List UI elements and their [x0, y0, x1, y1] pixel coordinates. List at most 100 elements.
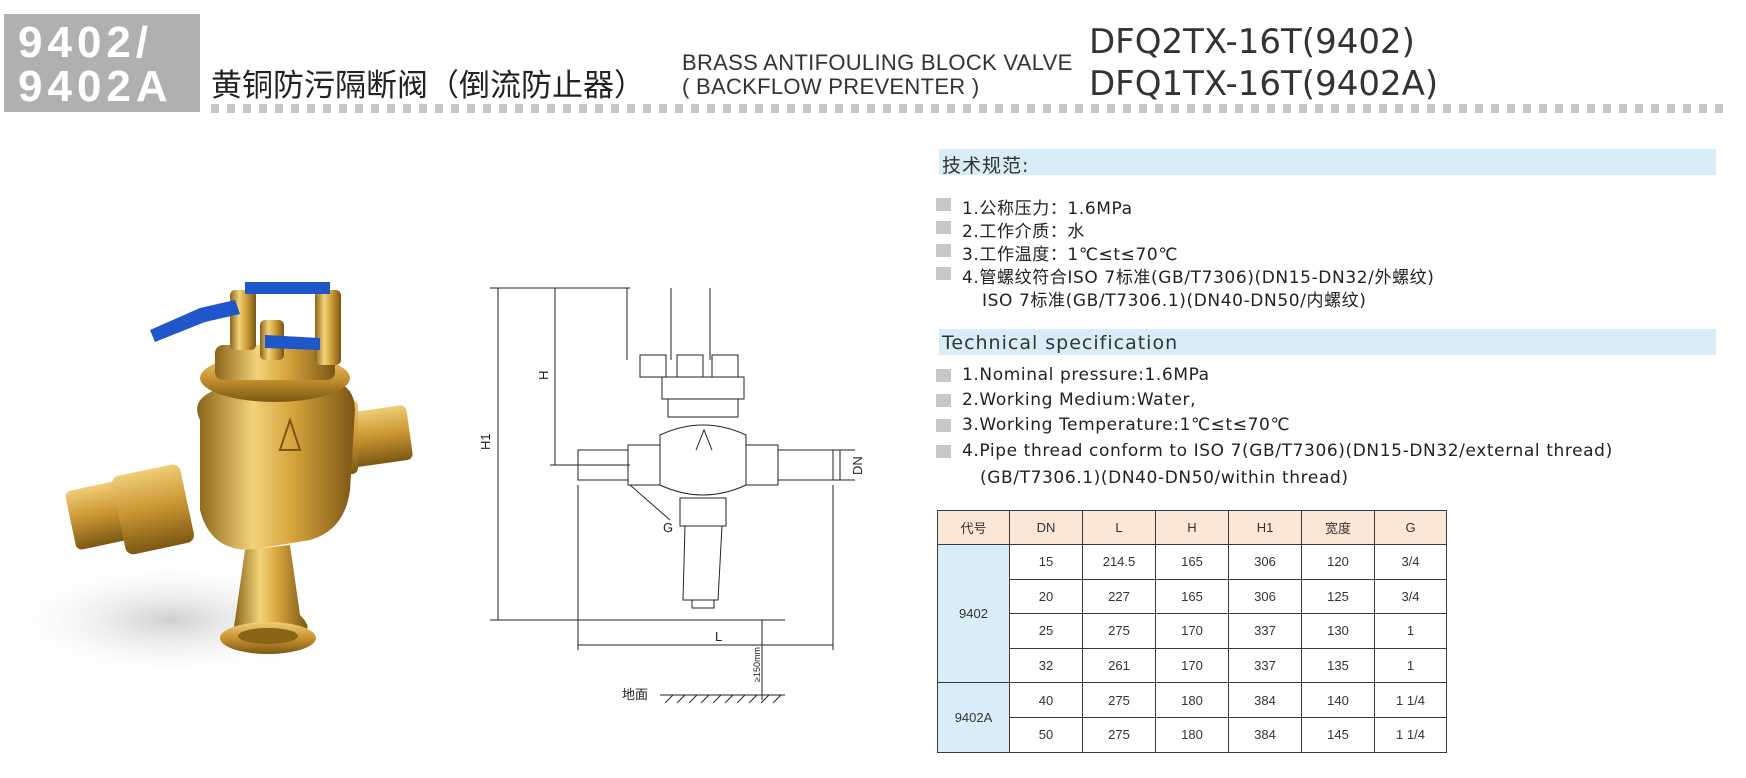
bullet — [936, 198, 951, 211]
spec-en-item-3: 3.Working Temperature:1℃≤t≤70℃ — [962, 415, 1291, 435]
bullet — [936, 267, 951, 280]
table-cell: 227 — [1082, 578, 1156, 615]
table-cell: 145 — [1301, 716, 1375, 753]
spec-cn-item-3: 3.工作温度：1℃≤t≤70℃ — [962, 245, 1179, 265]
brand-logo-mark — [278, 416, 302, 451]
table-cell: 40 — [1009, 682, 1083, 718]
table-cell: 170 — [1155, 613, 1229, 649]
table-cell: 384 — [1228, 682, 1302, 718]
drain-tip — [691, 599, 715, 609]
label-h1: H1 — [478, 433, 493, 450]
bullet — [936, 244, 951, 257]
spec-cn-item-1: 1.公称压力：1.6MPa — [962, 199, 1133, 219]
table-cell: 275 — [1082, 682, 1156, 718]
table-cell: 170 — [1155, 647, 1229, 684]
table-cell: 165 — [1155, 578, 1229, 615]
model-code-2: DFQ1TX-16T(9402A) — [1089, 64, 1439, 104]
table-cell: 32 — [1009, 647, 1083, 684]
table-model-cell: 9402 — [937, 543, 1010, 684]
spec-en-item-4: 4.Pipe thread conform to ISO 7(GB/T7306)… — [962, 441, 1613, 461]
spec-cn-item-4-cont: ISO 7标准(GB/T7306.1)(DN40-DN50/内螺纹) — [982, 291, 1367, 311]
cover-cap — [661, 376, 745, 400]
cock-2 — [676, 354, 704, 378]
table-header-cell: H — [1155, 510, 1229, 545]
table-cell: 3/4 — [1374, 578, 1447, 615]
bullet — [936, 419, 951, 432]
cover-flange — [667, 398, 739, 418]
model-code-1: DFQ2TX-16T(9402) — [1089, 22, 1415, 62]
spec-en-item-4-cont: (GB/T7306.1)(DN40-DN50/within thread) — [980, 468, 1349, 488]
model-number-line1: 9402/ — [18, 18, 154, 67]
table-cell: 20 — [1009, 578, 1083, 615]
drawing-body — [659, 424, 747, 496]
header-dashed-divider — [211, 104, 1723, 113]
table-cell: 180 — [1155, 682, 1229, 718]
table-cell: 50 — [1009, 716, 1083, 753]
bullet — [936, 445, 951, 458]
table-row: 32 261 170 337 135 1 — [938, 647, 1447, 684]
table-cell: 306 — [1228, 544, 1302, 580]
table-cell: 214.5 — [1082, 544, 1156, 580]
bullet — [936, 394, 951, 407]
ground-hatching — [664, 694, 782, 704]
spec-cn-item-2: 2.工作介质：水 — [962, 222, 1086, 242]
product-title-cn: 黄铜防污隔断阀（倒流防止器） — [211, 68, 645, 104]
spec-en-item-2: 2.Working Medium:Water, — [962, 390, 1197, 410]
cock-3 — [711, 354, 739, 378]
table-header-cell: DN — [1009, 510, 1083, 545]
table-cell: 275 — [1082, 716, 1156, 753]
label-g: G — [663, 520, 673, 535]
table-header-cell: H1 — [1228, 510, 1302, 545]
handle-top — [245, 282, 330, 294]
drain-neck — [679, 497, 727, 527]
table-cell: 384 — [1228, 716, 1302, 753]
table-cell: 140 — [1301, 682, 1375, 718]
table-cell: 130 — [1301, 613, 1375, 649]
spec-cn-title: 技术规范: — [942, 155, 1030, 177]
spec-cn-item-4: 4.管螺纹符合ISO 7标准(GB/T7306)(DN15-DN32/外螺纹) — [962, 268, 1435, 288]
spec-en-title: Technical specification — [942, 332, 1179, 354]
label-dn: DN — [850, 456, 865, 475]
table-cell: 337 — [1228, 647, 1302, 684]
table-cell: 337 — [1228, 613, 1302, 649]
product-title-en-line2: ( BACKFLOW PREVENTER ) — [682, 74, 980, 99]
table-cell: 135 — [1301, 647, 1375, 684]
drawing-logo — [695, 428, 713, 451]
drain-opening — [238, 628, 298, 644]
spec-en-item-1: 1.Nominal pressure:1.6MPa — [962, 365, 1210, 385]
product-photo — [0, 282, 413, 680]
label-h: H — [536, 371, 551, 380]
left-pipe — [577, 449, 629, 481]
label-clearance: ≥150mm — [752, 647, 762, 682]
table-header-cell: G — [1374, 510, 1447, 545]
product-title-en-line1: BRASS ANTIFOULING BLOCK VALVE — [682, 50, 1073, 75]
table-cell: 306 — [1228, 578, 1302, 615]
table-cell: 180 — [1155, 716, 1229, 753]
spec-cn-title-bar — [939, 149, 1716, 175]
drain-funnel — [234, 545, 308, 642]
table-header-cell: 代号 — [937, 510, 1010, 545]
left-nut — [627, 444, 661, 486]
handle-left — [150, 300, 240, 342]
g-leader — [629, 484, 671, 521]
table-cell: 3/4 — [1374, 544, 1447, 580]
bullet — [936, 221, 951, 234]
table-row: 20 227 165 306 125 3/4 — [938, 578, 1447, 615]
table-cell: 1 1/4 — [1374, 682, 1447, 718]
label-l: L — [715, 629, 722, 644]
handle-middle — [265, 335, 320, 350]
table-cell: 1 — [1374, 613, 1447, 649]
table-cell: 165 — [1155, 544, 1229, 580]
valve-body — [197, 380, 355, 550]
test-cock-left — [230, 290, 256, 350]
spec-en-title-bar — [939, 329, 1716, 355]
table-header-cell: L — [1082, 510, 1156, 545]
table-row: 9402 15 214.5 165 306 120 3/4 — [937, 543, 1447, 684]
table-cell: 125 — [1301, 578, 1375, 615]
right-pipe — [777, 449, 834, 481]
table-header-row: 代号 DN L H H1 宽度 G — [937, 510, 1447, 545]
table-row: 50 275 180 384 145 1 1/4 — [938, 716, 1447, 753]
drain-pipe — [682, 525, 723, 601]
model-number-block: 9402/ 9402A — [4, 14, 200, 112]
table-cell: 261 — [1082, 647, 1156, 684]
